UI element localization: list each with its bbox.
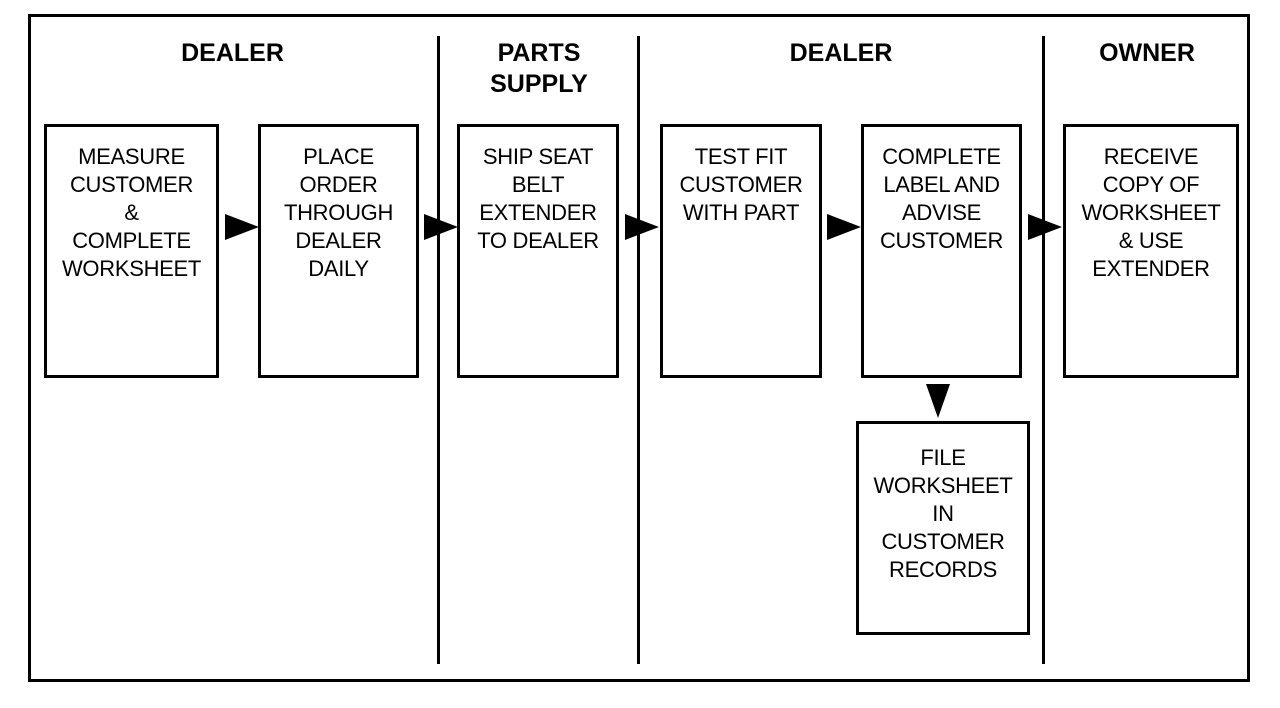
lane-header-dealer-1: DEALER bbox=[181, 39, 284, 67]
step-ship-extender: SHIP SEAT BELT EXTENDER TO DEALER bbox=[457, 124, 619, 378]
arrow-order-to-ship bbox=[424, 214, 458, 240]
arrow-measure-to-order bbox=[225, 214, 259, 240]
lane-header-parts-supply: PARTS SUPPLY bbox=[490, 39, 588, 98]
step-receive-copy: RECEIVE COPY OF WORKSHEET & USE EXTENDER bbox=[1063, 124, 1239, 378]
step-test-fit: TEST FIT CUSTOMER WITH PART bbox=[660, 124, 822, 378]
lane-divider-1 bbox=[437, 36, 440, 664]
lane-header-dealer-2: DEALER bbox=[789, 39, 893, 67]
lane-header-owner: OWNER bbox=[1099, 39, 1195, 67]
arrow-ship-to-test bbox=[625, 214, 659, 240]
lane-divider-3 bbox=[1042, 36, 1045, 664]
diagram-frame bbox=[28, 14, 1250, 682]
step-place-order: PLACE ORDER THROUGH DEALER DAILY bbox=[258, 124, 419, 378]
arrow-label-to-file bbox=[926, 384, 950, 418]
arrow-test-to-label bbox=[827, 214, 861, 240]
arrow-label-to-owner bbox=[1028, 214, 1062, 240]
lane-divider-2 bbox=[637, 36, 640, 664]
step-measure-customer: MEASURE CUSTOMER & COMPLETE WORKSHEET bbox=[44, 124, 219, 378]
step-complete-label: COMPLETE LABEL AND ADVISE CUSTOMER bbox=[861, 124, 1022, 378]
step-file-worksheet: FILE WORKSHEET IN CUSTOMER RECORDS bbox=[856, 421, 1030, 635]
